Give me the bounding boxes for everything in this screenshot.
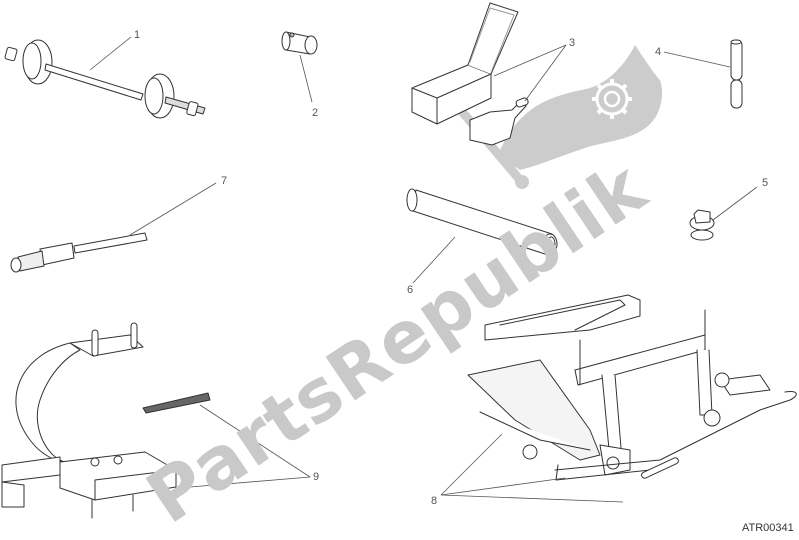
callout-6: 6	[407, 284, 414, 296]
callout-4: 4	[655, 46, 662, 58]
callout-3: 3	[569, 37, 576, 49]
callout-8: 8	[431, 495, 438, 507]
part-9-support-bracket	[1, 322, 211, 519]
part-8-lift-stand	[467, 294, 797, 481]
part-7-threaded-rod	[10, 232, 148, 273]
callout-7: 7	[221, 175, 228, 187]
leader-lines	[89, 36, 758, 503]
part-6-tube	[406, 188, 558, 255]
callout-1: 1	[134, 29, 141, 41]
callout-9: 9	[313, 471, 320, 483]
part-4-pins	[730, 39, 743, 109]
document-code: ATR00341	[742, 522, 794, 534]
part-1-puller-shaft	[4, 39, 206, 119]
callout-2: 2	[312, 107, 319, 119]
callout-5: 5	[762, 177, 769, 189]
gear-icon	[592, 79, 632, 119]
part-5-cap	[689, 209, 715, 241]
watermark-logo-icon	[439, 45, 663, 189]
part-2-sleeve	[281, 31, 318, 55]
part-3-case	[411, 2, 529, 146]
